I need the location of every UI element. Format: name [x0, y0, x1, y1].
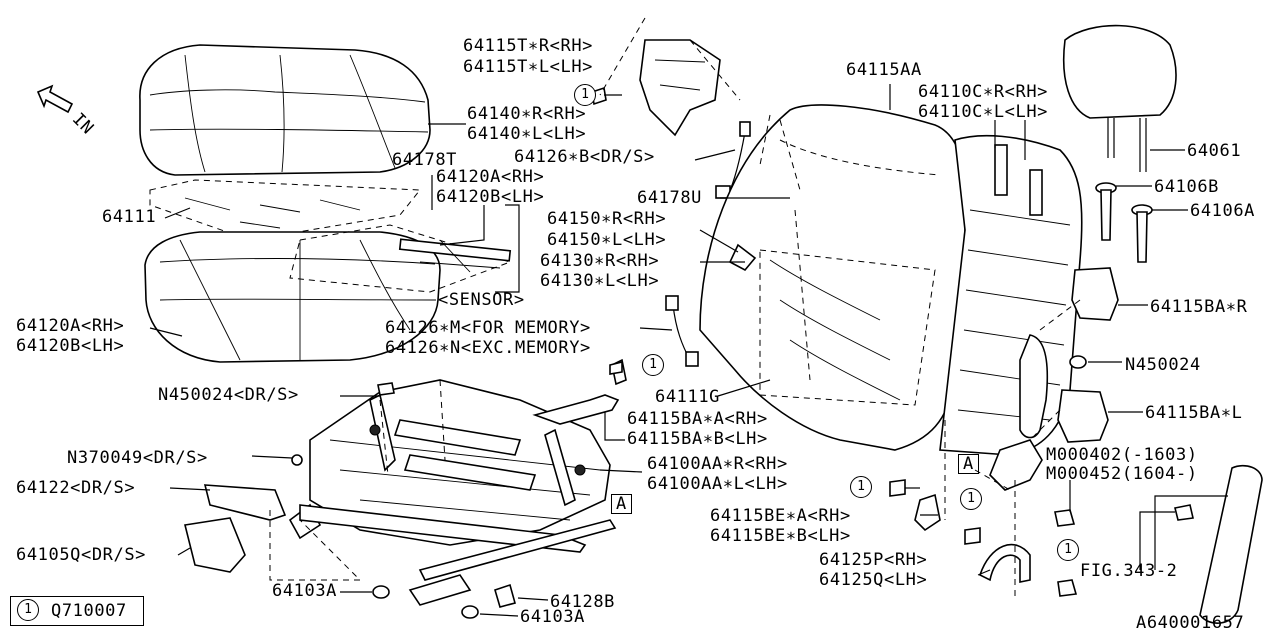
- seat-cushion-pad: [144, 231, 441, 363]
- ref-circle-1: 1: [960, 488, 982, 510]
- label-64125P: 64125P<RH>: [819, 550, 928, 570]
- label-64178T: 64178T: [392, 150, 458, 170]
- label-64103A: 64103A: [272, 581, 338, 601]
- label-64140-R: 64140∗R<RH>: [467, 104, 587, 124]
- label-64110C-L: 64110C∗L<LH>: [918, 102, 1049, 122]
- label-64120A-lower: 64120A<RH>: [16, 316, 125, 336]
- label-64126M: 64126∗M<FOR MEMORY>: [385, 318, 591, 338]
- label-64126B: 64126∗B<DR/S>: [514, 147, 655, 167]
- label-64115BA-B: 64115BA∗B<LH>: [627, 429, 768, 449]
- label-64100AA-R: 64100AA∗R<RH>: [647, 454, 788, 474]
- label-64120A-upper: 64120A<RH>: [436, 167, 545, 187]
- ref-circle-1: 1: [574, 84, 596, 106]
- wire-clip-64125: [979, 543, 1031, 583]
- label-64140-L: 64140∗L<LH>: [467, 124, 587, 144]
- label-64120B-lower: 64120B<LH>: [16, 336, 125, 356]
- direction-arrow-icon: [36, 84, 74, 114]
- label-64100AA-L: 64100AA∗L<LH>: [647, 474, 788, 494]
- seat-cushion-cover: [139, 44, 431, 176]
- hinge-cover: [989, 439, 1043, 491]
- ref-box-a: A: [958, 454, 979, 474]
- label-64115BA-R: 64115BA∗R: [1150, 297, 1248, 317]
- label-N450024-dr: N450024<DR/S>: [158, 385, 299, 405]
- recliner-bracket-upper: [1071, 267, 1119, 321]
- headrest: [1062, 24, 1177, 172]
- ref-circle-1: 1: [850, 476, 872, 498]
- label-64128B: 64128B: [550, 592, 616, 612]
- headrest-holders: [1095, 182, 1153, 263]
- seatback-side-trim: [639, 39, 721, 137]
- label-64115T-L: 64115T∗L<LH>: [463, 57, 594, 77]
- legend-part-number: Q710007: [51, 601, 127, 621]
- label-64125Q: 64125Q<LH>: [819, 570, 928, 590]
- label-M000452: M000452(1604-): [1046, 464, 1198, 484]
- label-64115BE-A: 64115BE∗A<RH>: [710, 506, 851, 526]
- seat-heater-mat: [149, 179, 422, 241]
- assembly-lines: [269, 17, 1081, 600]
- label-64115BA-L: 64115BA∗L: [1145, 403, 1243, 423]
- label-64150-L: 64150∗L<LH>: [547, 230, 667, 250]
- leader-lines: [149, 84, 1228, 617]
- label-N370049: N370049<DR/S>: [67, 448, 208, 468]
- label-64115AA: 64115AA: [846, 60, 922, 80]
- seat-slide-rails: [299, 504, 617, 606]
- label-64178U: 64178U: [637, 188, 703, 208]
- label-64130-L: 64130∗L<LH>: [540, 271, 660, 291]
- diagram-code: A640001657: [1136, 613, 1245, 633]
- label-M000402: M000402(-1603): [1046, 445, 1198, 465]
- side-garnish: [1199, 464, 1263, 624]
- seatback-frame: [939, 134, 1083, 456]
- occupant-sensor-mat: [289, 224, 512, 293]
- ref-box-a: A: [611, 494, 632, 514]
- label-64115BA-A: 64115BA∗A<RH>: [627, 409, 768, 429]
- seat-side-cover: [184, 484, 287, 573]
- recliner-bracket-lower: [1057, 389, 1109, 443]
- ref-circle-1: 1: [1057, 539, 1079, 561]
- label-fig-343-2: FIG.343-2: [1080, 561, 1178, 581]
- label-64111G: 64111G: [655, 387, 721, 407]
- label-N450024: N450024: [1125, 355, 1201, 375]
- bracket-64115BE: [914, 493, 941, 532]
- label-64126N: 64126∗N<EXC.MEMORY>: [385, 338, 591, 358]
- label-sensor: <SENSOR>: [438, 290, 525, 310]
- label-64061: 64061: [1187, 141, 1242, 161]
- label-64106A: 64106A: [1190, 201, 1256, 221]
- seat-frame: [288, 379, 611, 546]
- label-64115T-R: 64115T∗R<RH>: [463, 36, 594, 56]
- label-64103A: 64103A: [520, 607, 586, 627]
- seatback-cover: [699, 104, 968, 451]
- legend-box: 1 Q710007: [10, 596, 144, 626]
- seat-bracket: [532, 394, 620, 425]
- bolts: [591, 86, 1194, 597]
- label-64110C-R: 64110C∗R<RH>: [918, 82, 1049, 102]
- headrest-guides: [994, 144, 1043, 216]
- label-64115BE-B: 64115BE∗B<LH>: [710, 526, 851, 546]
- ref-circle-1: 1: [642, 354, 664, 376]
- label-64130-R: 64130∗R<RH>: [540, 251, 660, 271]
- label-64106B: 64106B: [1154, 177, 1220, 197]
- label-64111: 64111: [102, 207, 157, 227]
- label-64120B-upper: 64120B<LH>: [436, 187, 545, 207]
- label-64105Q: 64105Q<DR/S>: [16, 545, 147, 565]
- label-64122: 64122<DR/S>: [16, 478, 136, 498]
- label-64150-R: 64150∗R<RH>: [547, 209, 667, 229]
- legend-symbol: 1: [17, 599, 39, 621]
